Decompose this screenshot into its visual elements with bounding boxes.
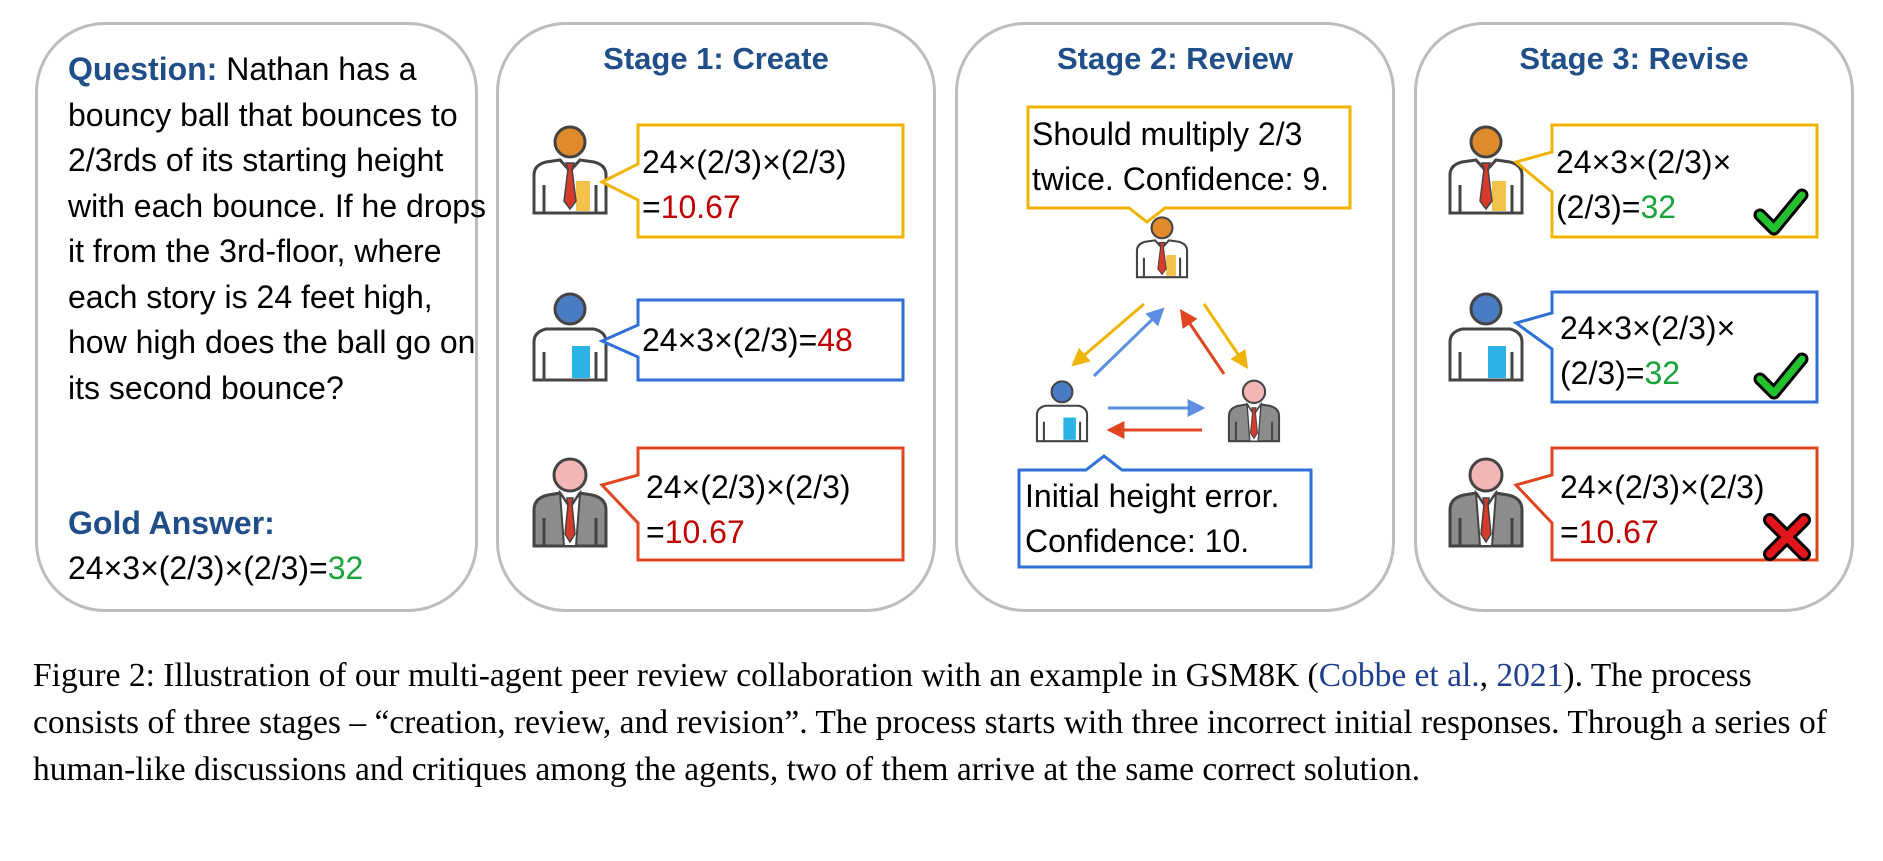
review-agent-orange-icon bbox=[1135, 216, 1189, 279]
check-icon bbox=[1756, 189, 1806, 235]
check-icon bbox=[1756, 353, 1806, 399]
stage-3-response-3: 24×(2/3)×(2/3) =10.67 bbox=[1560, 469, 1765, 550]
stage-3-bubble-3-frame bbox=[1513, 446, 1819, 562]
gold-answer-value: 32 bbox=[327, 550, 364, 586]
stage-3-bubble-1-frame bbox=[1512, 123, 1819, 239]
stage-3-bubble-2-frame bbox=[1512, 290, 1819, 404]
question-label: Question: bbox=[68, 51, 218, 87]
stage-1-response-1: 24×(2/3)×(2/3) =10.67 bbox=[642, 144, 847, 225]
stage-1-bubble-1-frame bbox=[598, 123, 905, 239]
review-bottom-text: Initial height error. Confidence: 10. bbox=[1025, 478, 1280, 559]
stage-3-title: Stage 3: Revise bbox=[1519, 41, 1749, 76]
stage-3-response-2: 24×3×(2/3)× (2/3)=32 bbox=[1560, 310, 1736, 391]
cross-icon bbox=[1764, 514, 1810, 560]
stage-1-bubble-3-frame bbox=[599, 446, 905, 562]
stage-1-title: Stage 1: Create bbox=[603, 41, 829, 76]
stage-1-bubble-2-frame bbox=[598, 298, 905, 382]
gold-answer: Gold Answer: 24×3×(2/3)×(2/3)=32 bbox=[68, 501, 363, 591]
caption-cite-sep: , bbox=[1479, 657, 1497, 694]
stage-3-response-1: 24×3×(2/3)× (2/3)=32 bbox=[1556, 144, 1732, 225]
review-bottom-bubble-frame bbox=[1017, 454, 1313, 569]
figure-caption: Figure 2: Illustration of our multi-agen… bbox=[33, 652, 1863, 793]
review-top-bubble-frame bbox=[1026, 105, 1352, 224]
caption-cite-year[interactable]: 2021 bbox=[1496, 657, 1564, 694]
stage-2-title: Stage 2: Review bbox=[1056, 41, 1294, 76]
stage-1-response-3: 24×(2/3)×(2/3) =10.67 bbox=[646, 469, 851, 550]
gold-answer-label: Gold Answer: bbox=[68, 505, 275, 541]
question-panel: Question: Nathan has a bouncy ball that … bbox=[35, 22, 486, 612]
question-text: Question: Nathan has a bouncy ball that … bbox=[68, 47, 488, 411]
caption-cite-author[interactable]: Cobbe et al. bbox=[1318, 657, 1480, 694]
review-top-text: Should multiply 2/3 twice. Confidence: 9… bbox=[1032, 116, 1330, 197]
caption-prefix: Figure 2: Illustration of our multi-agen… bbox=[33, 657, 1319, 694]
stage-1-response-2: 24×3×(2/3)=48 bbox=[642, 322, 853, 358]
review-arrows bbox=[1071, 302, 1249, 439]
question-body: Nathan has a bouncy ball that bounces to… bbox=[68, 51, 487, 406]
caption-body: ). The process consists of three stages … bbox=[33, 657, 1827, 788]
gold-answer-expr: 24×3×(2/3)×(2/3)= bbox=[68, 550, 328, 586]
